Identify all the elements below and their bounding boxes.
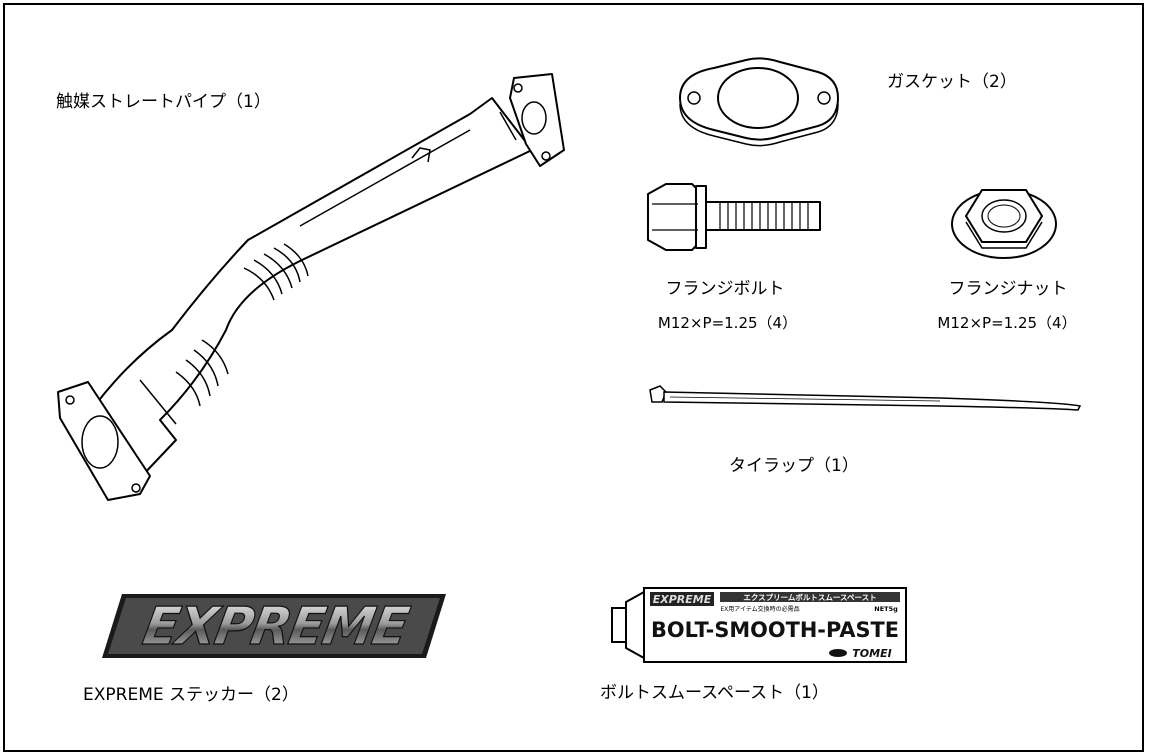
expreme-logo-text: EXPREME [139, 596, 414, 657]
tube-brand: EXPREME [653, 593, 712, 606]
document-frame [3, 3, 1144, 752]
tube-name: BOLT-SMOOTH-PASTE [651, 618, 899, 642]
nut-label: フランジナット [948, 279, 1068, 299]
bolt-label: フランジボルト [665, 279, 785, 299]
gasket-drawing [678, 57, 840, 147]
flange-nut-drawing [951, 189, 1057, 259]
paste-tube-drawing: EXPREME エクスプリームボルトスムースペースト EX用アイテム交換時の必需… [611, 587, 907, 663]
paste-label: ボルトスムースペースト（1） [600, 683, 829, 703]
pipe-label: 触媒ストレートパイプ（1） [56, 92, 271, 112]
tie-wrap-drawing [649, 385, 1082, 411]
nut-spec: M12×P=1.25（4） [937, 314, 1077, 332]
tube-title-jp: エクスプリームボルトスムースペースト [743, 592, 876, 602]
bolt-spec: M12×P=1.25（4） [657, 314, 798, 332]
gasket-label: ガスケット（2） [887, 72, 1017, 92]
tube-net: NET5g [874, 605, 898, 613]
flange-bolt-drawing [647, 183, 821, 251]
tube-small-jp: EX用アイテム交換時の必需品 [720, 605, 799, 613]
expreme-logo: EXPREME [102, 594, 446, 658]
sticker-label: EXPREME ステッカー（2） [83, 685, 299, 705]
tie-wrap-label: タイラップ（1） [729, 456, 859, 476]
tube-maker: TOMEI [852, 647, 891, 660]
